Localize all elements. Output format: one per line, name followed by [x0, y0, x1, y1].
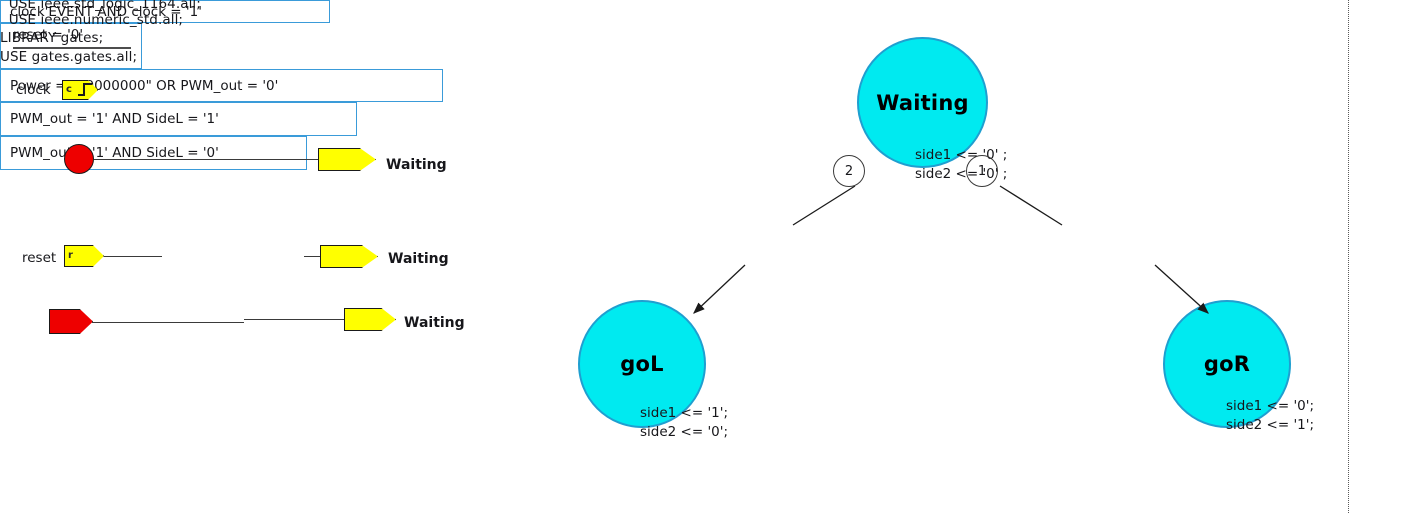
fsm-edge-condition-text-2: PWM_out = '1' AND SideL = '1' [10, 111, 219, 127]
code-line-2: USE ieee.numeric_std.all; [0, 12, 184, 28]
transition-target-1: Waiting [386, 157, 447, 173]
clock-signal-label: clock [16, 82, 51, 98]
code-line-4: USE gates.gates.all; [0, 49, 138, 65]
red-x-circle-icon[interactable] [64, 144, 94, 174]
reset-signal-label: reset [22, 250, 57, 266]
gor-action-2: side2 <= '1'; [1226, 417, 1315, 433]
falling-edge-icon-letter: r [68, 250, 73, 261]
fsm-state-waiting[interactable]: Waiting [857, 37, 988, 168]
fsm-state-gol-actions: side1 <= '1'; side2 <= '0'; [640, 404, 728, 442]
page-divider [1348, 0, 1349, 513]
power-condition-text: Power = "00000000" OR PWM_out = '0' [10, 77, 279, 94]
fsm-edge-condition-box-2[interactable]: PWM_out = '1' AND SideL = '1' [0, 102, 357, 136]
fsm-edge-condition-box-1[interactable]: PWM_out = '1' AND SideL = '0' [0, 136, 307, 170]
code-line-1: USE ieee.std_logic_1164.all; [0, 0, 201, 12]
target-state-arrow-2[interactable] [320, 245, 378, 268]
transition-wire-2a [104, 256, 162, 258]
fsm-state-gor[interactable]: goR [1163, 300, 1291, 428]
fsm-state-waiting-name: Waiting [876, 90, 969, 115]
fsm-state-gor-actions: side1 <= '0'; side2 <= '1'; [1226, 397, 1314, 435]
fsm-edge-badge-1[interactable]: 1 [966, 155, 998, 187]
clock-condition-box[interactable]: clock'EVENT AND clock = '1' [0, 0, 330, 23]
clock-condition-text: clock'EVENT AND clock = '1' [10, 3, 202, 20]
target-state-arrow-1[interactable] [318, 148, 376, 171]
fsm-edge-badge-2[interactable]: 2 [833, 155, 865, 187]
fsm-state-gol[interactable]: goL [578, 300, 706, 428]
waiting-action-1: side1 <= '0' ; [915, 147, 1008, 163]
transition-wire-2b [304, 256, 320, 258]
gol-action-2: side2 <= '0'; [640, 424, 729, 440]
transition-wire-3 [92, 322, 244, 324]
reset-condition-text: reset = '0' [13, 27, 84, 43]
falling-edge-icon[interactable]: r [64, 245, 104, 267]
fsm-state-gor-name: goR [1203, 352, 1251, 376]
rising-edge-icon-letter: c [66, 84, 72, 95]
gor-action-1: side1 <= '0'; [1226, 398, 1315, 414]
fsm-state-gol-name: goL [620, 352, 664, 376]
transition-target-3: Waiting [404, 315, 465, 331]
reset-condition-underline [13, 47, 131, 49]
target-state-arrow-3[interactable] [344, 308, 396, 331]
transition-wire-1 [94, 159, 318, 161]
reset-condition-box[interactable]: reset = '0' [0, 23, 142, 69]
red-flag-icon[interactable] [49, 309, 93, 334]
transition-wire-3b [244, 319, 344, 321]
gol-action-1: side1 <= '1'; [640, 405, 729, 421]
code-line-3: LIBRARY gates; [0, 30, 104, 46]
transition-target-2: Waiting [388, 251, 449, 267]
